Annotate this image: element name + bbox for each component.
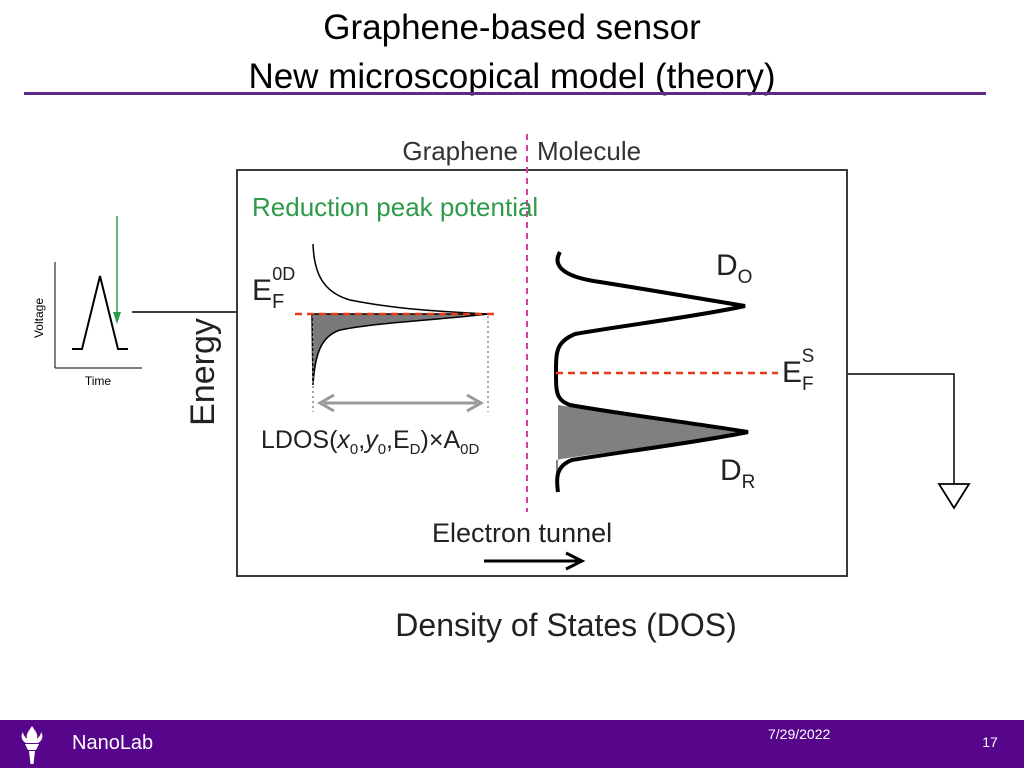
molecule-header: Molecule bbox=[537, 136, 641, 166]
title-line-2: New microscopical model (theory) bbox=[248, 57, 776, 96]
oxidized-dos-label: DO bbox=[716, 249, 752, 288]
electron-tunnel-arrow-head bbox=[565, 551, 586, 571]
diagram-frame bbox=[236, 169, 848, 577]
ldos-arrow-head-right bbox=[466, 393, 485, 413]
right-connector-wire bbox=[848, 373, 955, 484]
title-line-1: Graphene-based sensor bbox=[323, 8, 701, 47]
footer-org-name: NanoLab bbox=[72, 732, 154, 754]
ldos-arrow-head-left bbox=[316, 393, 335, 413]
inset-xlabel: Time bbox=[85, 374, 112, 388]
green-arrow-head bbox=[113, 312, 121, 324]
torch-logo-icon bbox=[21, 726, 43, 764]
graphene-ldos-curve bbox=[312, 243, 489, 315]
ground-symbol-icon bbox=[937, 483, 971, 510]
ldos-formula: LDOS(x0,y0,ED)×A0D bbox=[261, 426, 479, 458]
slide-title: Graphene-based sensor New microscopical … bbox=[0, 3, 1024, 101]
voltage-triangle-curve bbox=[72, 275, 128, 350]
graphene-header: Graphene bbox=[402, 136, 518, 166]
inset-ylabel: Voltage bbox=[32, 298, 46, 338]
inset-voltage-plot: Voltage Time bbox=[32, 216, 142, 388]
reduced-dos-label: DR bbox=[720, 454, 755, 493]
footer-date: 7/29/2022 bbox=[768, 726, 831, 742]
title-underline bbox=[24, 92, 986, 95]
reduction-peak-label: Reduction peak potential bbox=[252, 192, 538, 222]
footer-page-number: 17 bbox=[982, 734, 998, 750]
molecule-fermi-label: EFS bbox=[782, 346, 814, 395]
dos-axis-label: Density of States (DOS) bbox=[395, 607, 736, 643]
electron-tunnel-label: Electron tunnel bbox=[432, 518, 612, 548]
footer-bar: NanoLab 7/29/2022 17 bbox=[0, 720, 1024, 768]
graphene-fermi-label: EF0D bbox=[252, 264, 295, 313]
molecule-reduced-states-fill bbox=[556, 405, 748, 492]
energy-axis-label: Energy bbox=[184, 318, 222, 426]
graphene-occupied-states-fill bbox=[311, 313, 489, 386]
